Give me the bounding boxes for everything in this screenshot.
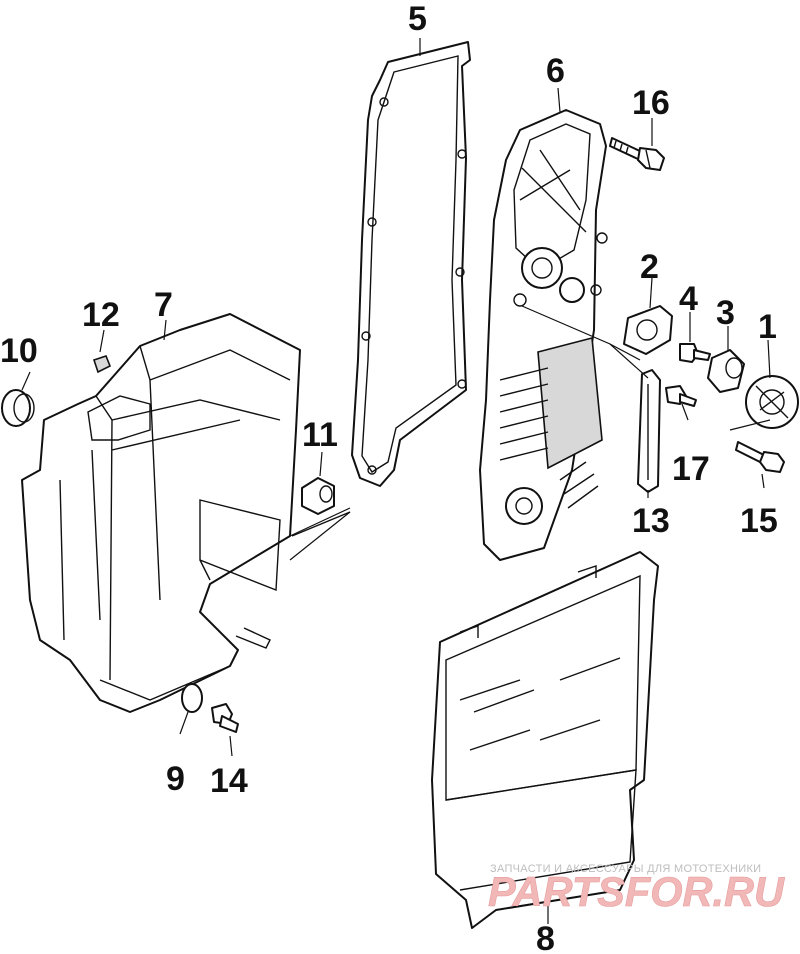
callout-16: 16: [632, 84, 670, 122]
callout-2: 2: [640, 248, 659, 286]
callout-8: 8: [536, 920, 555, 954]
callout-3: 3: [716, 294, 735, 332]
part-7-bracket: [21, 313, 301, 713]
part-5-gasket: [351, 41, 471, 487]
callout-9: 9: [166, 760, 185, 798]
part-12-clip: [92, 355, 112, 374]
leader-lines: [21, 38, 771, 924]
part-10-grommet: [1, 389, 35, 427]
part-3-collar: [707, 349, 745, 393]
callout-4: 4: [679, 280, 698, 318]
callout-17: 17: [672, 450, 710, 488]
callout-7: 7: [154, 286, 173, 324]
part-13-strap: [637, 369, 661, 493]
callout-15: 15: [740, 502, 778, 540]
callout-14: 14: [210, 762, 248, 800]
watermark-caption: ЗАПЧАСТИ И АКСЕССУАРЫ ДЛЯ МОТОТЕХНИКИ: [490, 863, 761, 875]
callout-5: 5: [408, 0, 427, 38]
callout-6: 6: [546, 52, 565, 90]
part-2-small-gasket: [623, 305, 673, 355]
callout-1: 1: [758, 308, 777, 346]
callout-13: 13: [632, 502, 670, 540]
part-14-bolt: [211, 703, 239, 733]
part-6-mounting-plate: [479, 109, 608, 561]
part-16-bolt: [609, 137, 665, 171]
callout-labels: 1 2 3 4 5 6 7 8 9 10 11 12 13 14 15 16 1…: [0, 0, 778, 954]
watermark-logo: PARTSFOR.RU: [488, 868, 786, 915]
part-1-holder: [745, 375, 799, 429]
part-17-screw: [665, 385, 697, 407]
part-15-bolt: [735, 441, 785, 473]
callout-11: 11: [302, 416, 338, 454]
callout-12: 12: [82, 296, 120, 334]
part-9-washer: [181, 683, 203, 713]
callout-10: 10: [0, 332, 38, 370]
part-4-bolt: [679, 343, 711, 363]
watermark: ЗАПЧАСТИ И АКСЕССУАРЫ ДЛЯ МОТОТЕХНИКИ PA…: [488, 863, 786, 915]
part-8-cover: [431, 551, 659, 929]
part-11-collar: [291, 477, 351, 537]
